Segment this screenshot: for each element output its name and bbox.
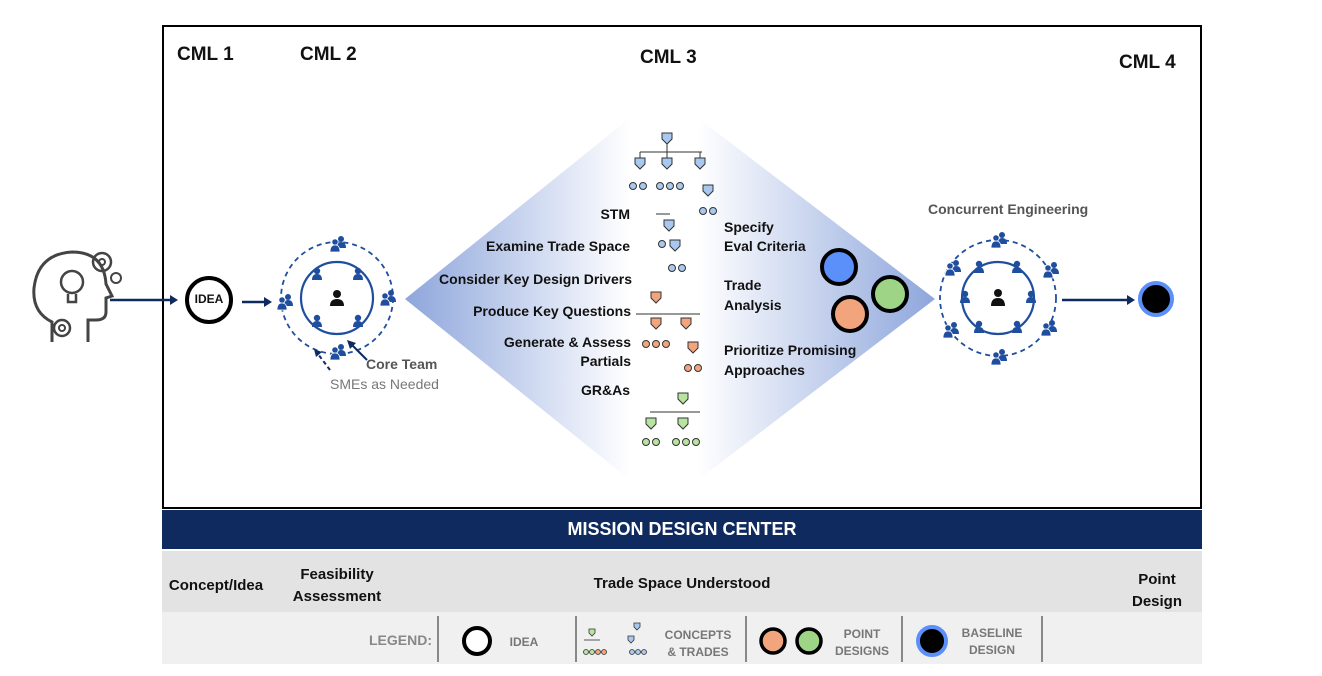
legend-icons (462, 622, 948, 657)
concurrent-engineering-label: Concurrent Engineering (928, 201, 1089, 217)
step-produce-key-questions: Produce Key Questions (473, 303, 631, 319)
phase-point: Point (1138, 571, 1176, 588)
step-examine-trade-space: Examine Trade Space (486, 238, 630, 254)
concept-tree-orange (636, 291, 702, 372)
point-design-blue (820, 248, 858, 286)
diamond-left-half (405, 118, 630, 480)
diamond-right-half (698, 118, 935, 480)
legend-baseline-line1: BASELINE (961, 626, 1023, 640)
legend-concepts-line1: CONCEPTS (664, 628, 732, 642)
concept-tree-green (642, 392, 700, 446)
core-team-label: Core Team (366, 356, 438, 372)
legend-baseline-line2: DESIGN (968, 643, 1015, 657)
legend-points-line2: DESIGNS (834, 644, 889, 658)
step-analysis: Analysis (724, 297, 782, 313)
legend-point-orange (759, 627, 787, 655)
step-specify: Specify (724, 219, 774, 235)
core-team-icon (276, 235, 397, 361)
step-gras: GR&As (580, 382, 630, 398)
legend-concepts-line2: & TRADES (667, 645, 729, 659)
step-consider-key-design-drivers: Consider Key Design Drivers (439, 271, 632, 287)
smes-label: SMEs as Needed (330, 376, 439, 392)
legend-point-green (795, 627, 823, 655)
mission-design-center-banner: MISSION DESIGN CENTER (162, 510, 1202, 549)
point-design-orange (831, 295, 869, 333)
cml-3-label: CML 3 (640, 47, 697, 68)
phase-trade-space-understood: Trade Space Understood (593, 575, 771, 592)
cml-2-label: CML 2 (300, 44, 357, 65)
idea-label: IDEA (194, 292, 224, 306)
legend-idea-label: IDEA (509, 635, 539, 649)
phase-row: Concept/Idea Feasibility Assessment Trad… (162, 551, 1202, 612)
phase-design: Design (1131, 593, 1182, 610)
idea-circle (185, 276, 233, 324)
step-stm: STM (600, 206, 630, 222)
step-eval-criteria: Eval Criteria (724, 238, 806, 254)
step-trade: Trade (724, 277, 762, 293)
phase-concept-idea: Concept/Idea (168, 577, 264, 594)
phase-feasibility: Feasibility (300, 566, 374, 583)
cml-4-label: CML 4 (1119, 52, 1176, 73)
phase-assessment: Assessment (292, 588, 382, 605)
legend-row: LEGEND: IDEA CONCEPTS & TRADES POINT DES… (162, 612, 1202, 664)
cml-1-label: CML 1 (177, 44, 234, 65)
legend-idea-icon (462, 626, 492, 656)
concurrent-engineering-icon (939, 231, 1060, 366)
point-design-green (871, 275, 909, 313)
baseline-design-circle (1138, 281, 1174, 317)
legend-points-line1: POINT (843, 627, 881, 641)
step-prioritize-promising: Prioritize Promising (724, 342, 857, 358)
step-partials: Partials (580, 353, 631, 369)
idea-head-icon (32, 250, 122, 342)
legend-concepts-icon (583, 622, 647, 655)
legend-title: LEGEND: (369, 632, 432, 648)
step-approaches: Approaches (724, 362, 805, 378)
concept-tree-blue (629, 132, 717, 272)
step-generate-assess: Generate & Assess (503, 334, 631, 350)
legend-baseline-icon (916, 625, 948, 657)
